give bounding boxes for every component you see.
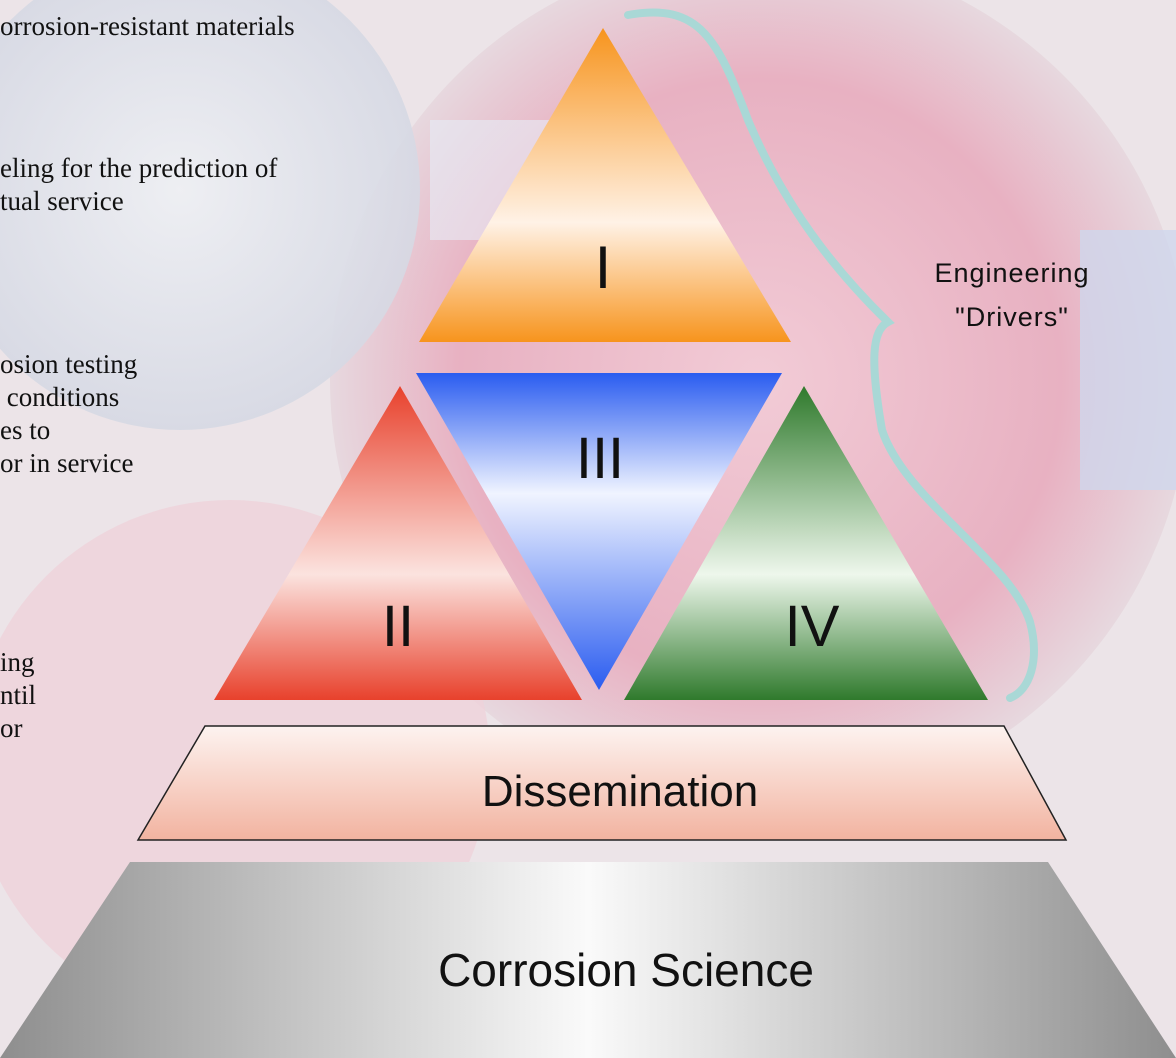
- text-line: or: [0, 713, 23, 743]
- corrosion-science-label: Corrosion Science: [438, 944, 814, 996]
- dissemination-label: Dissemination: [482, 767, 758, 816]
- triangle-ii: II: [214, 386, 582, 700]
- text-line: tual service: [0, 186, 124, 216]
- triangle-i: I: [419, 28, 791, 342]
- text-line: osion testing: [0, 349, 138, 379]
- engineering-drivers-label-line1: Engineering: [934, 258, 1089, 288]
- triangle-ii-label: II: [382, 594, 414, 659]
- engineering-drivers-label-line2: "Drivers": [955, 302, 1069, 332]
- text-block-2: eling for the prediction of tual service: [0, 152, 277, 218]
- text-line: orrosion-resistant materials: [0, 11, 295, 41]
- text-line: es to: [0, 415, 51, 445]
- triangle-iv: IV: [624, 386, 988, 700]
- text-block-3: osion testing conditions es to or in ser…: [0, 348, 137, 480]
- text-line: eling for the prediction of: [0, 153, 278, 183]
- text-block-4: ing ntil or: [0, 646, 36, 745]
- text-line: conditions: [0, 382, 120, 412]
- text-line: ing: [0, 647, 35, 677]
- brace-bracket: [624, 8, 1038, 702]
- triangle-i-label: I: [595, 234, 612, 301]
- triangle-iii: III: [416, 373, 782, 690]
- text-line: or in service: [0, 448, 134, 478]
- text-line: ntil: [0, 680, 37, 710]
- triangle-iv-label: IV: [785, 594, 840, 659]
- corrosion-science-base: Corrosion Science: [0, 862, 1176, 1058]
- text-block-1: orrosion-resistant materials: [0, 10, 295, 43]
- triangle-iii-label: III: [576, 426, 624, 491]
- dissemination-layer: Dissemination: [136, 725, 1068, 841]
